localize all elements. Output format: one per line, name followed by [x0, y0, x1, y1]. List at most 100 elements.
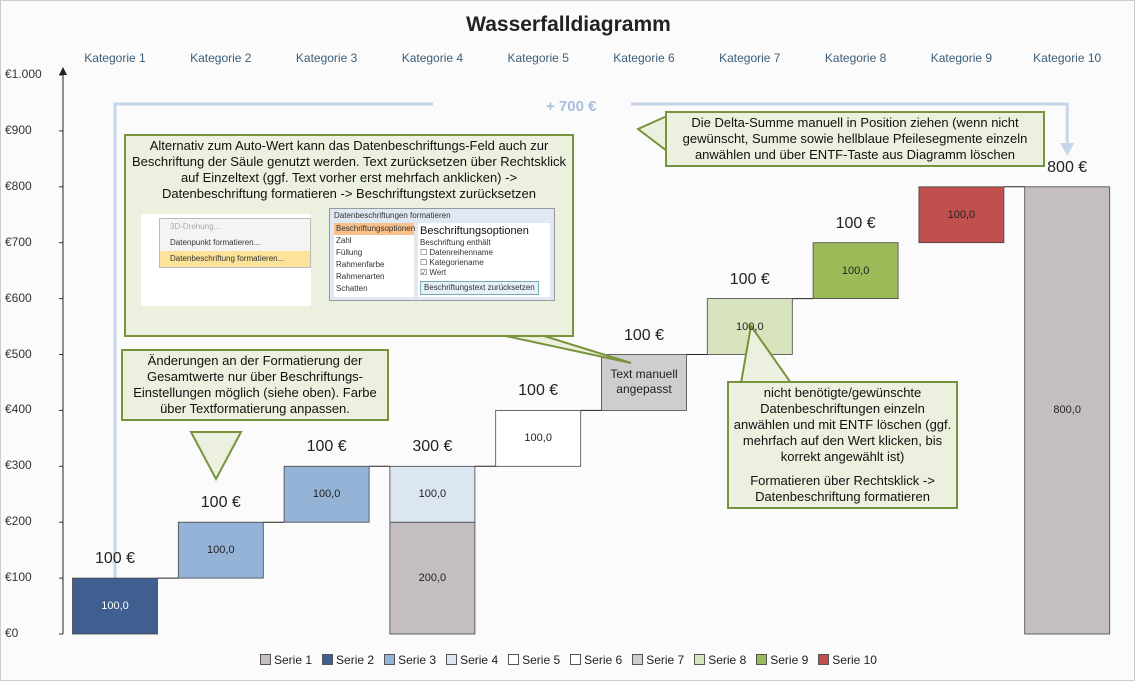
data-label[interactable]: 100,0	[841, 264, 870, 277]
legend-item[interactable]: Serie 2	[322, 653, 374, 667]
dialog-nav-item: Schatten	[336, 284, 368, 293]
legend-label: Serie 1	[274, 653, 313, 667]
legend-item[interactable]: Serie 3	[384, 653, 436, 667]
total-label[interactable]: 100 €	[200, 494, 241, 512]
legend-swatch	[384, 654, 396, 665]
total-label[interactable]: 100 €	[623, 326, 665, 344]
legend-label: Serie 10	[832, 653, 877, 667]
data-label[interactable]: 800,0	[1053, 404, 1081, 417]
y-tick-label: €1.000	[5, 67, 42, 81]
category-label: Kategorie 1	[84, 51, 146, 65]
dialog-nav-item: Rahmenfarbe	[336, 260, 385, 269]
category-label: Kategorie 2	[190, 51, 252, 65]
legend-swatch	[570, 654, 582, 665]
legend-label: Serie 4	[460, 653, 499, 667]
callout-pointer	[739, 323, 793, 384]
y-tick-label: €0	[5, 626, 19, 640]
dialog-heading: Beschriftungsoptionen	[420, 225, 529, 237]
legend-item[interactable]: Serie 10	[818, 653, 877, 667]
y-tick-label: €200	[5, 514, 32, 529]
legend-label: Serie 6	[584, 653, 623, 667]
total-label[interactable]: 100 €	[518, 382, 559, 400]
legend-swatch	[260, 654, 271, 665]
data-label[interactable]: 100,0	[418, 488, 447, 501]
menu-item: Datenpunkt formatieren...	[170, 238, 261, 247]
data-label[interactable]: 100,0	[524, 432, 552, 445]
data-label[interactable]: 100,0	[207, 544, 235, 557]
check-label: Kategoriename	[429, 258, 484, 267]
dialog-title: Datenbeschriftungen formatieren	[334, 211, 451, 220]
chart-title: Wasserfalldiagramm	[466, 13, 671, 36]
dialog-nav-item: Füllung	[336, 248, 363, 257]
total-label[interactable]: 800 €	[1047, 158, 1088, 176]
y-tick-label: €600	[5, 290, 32, 305]
callout-reset-label[interactable]: Alternativ zum Auto-Wert kann das Datenb…	[124, 134, 574, 337]
data-label[interactable]: 100,0	[101, 600, 129, 613]
total-label[interactable]: 100 €	[94, 550, 136, 568]
legend-label: Serie 2	[336, 653, 375, 667]
legend-item[interactable]: Serie 7	[632, 653, 684, 667]
callout-text: Alternativ zum Auto-Wert kann das Datenb…	[131, 138, 567, 201]
menu-item: Datenbeschriftung formatieren...	[160, 251, 310, 267]
category-label: Kategorie 3	[295, 51, 358, 65]
legend-item[interactable]: Serie 8	[694, 653, 746, 667]
legend-swatch	[818, 654, 830, 665]
data-label[interactable]: 100,0	[312, 488, 341, 501]
total-label[interactable]: 100 €	[306, 438, 347, 456]
y-tick-label: €900	[5, 122, 32, 137]
legend-item[interactable]: Serie 4	[446, 653, 498, 667]
data-label[interactable]: 100,0	[947, 208, 976, 221]
callout-text: Formatieren über Rechtsklick -> Datenbes…	[750, 473, 935, 504]
legend-swatch	[446, 654, 458, 665]
dialog-nav-item: Zahl	[336, 236, 352, 245]
category-label: Kategorie 7	[719, 51, 781, 65]
category-label: Kategorie 5	[507, 51, 569, 65]
legend-item[interactable]: Serie 6	[570, 653, 622, 667]
dialog-subheading: Beschriftung enthält	[420, 238, 491, 247]
legend-swatch	[632, 654, 644, 665]
embedded-context-menu: 3D-Drehung... Datenpunkt formatieren... …	[141, 214, 311, 306]
legend-swatch	[322, 654, 334, 665]
legend-item[interactable]: Serie 5	[508, 653, 560, 667]
check-label: Datenreihenname	[429, 248, 494, 257]
data-label[interactable]: 200,0	[418, 572, 447, 585]
menu-item: 3D-Drehung...	[170, 222, 221, 231]
legend-label: Serie 5	[522, 653, 561, 667]
y-tick-label: €100	[5, 570, 32, 585]
callout-pointer	[189, 431, 243, 482]
legend: Serie 1 Serie 2 Serie 3 Serie 4 Serie 5 Serie…	[1, 653, 1134, 667]
dialog-nav-item: Rahmenarten	[336, 272, 385, 281]
callout-format-totals[interactable]: Änderungen an der Formatierung der Gesam…	[121, 349, 389, 421]
y-tick-label: €500	[5, 346, 32, 361]
reset-label-button: Beschriftungstext zurücksetzen	[420, 281, 539, 295]
dialog-nav-item: Beschriftungsoptionen	[334, 223, 416, 235]
total-label[interactable]: 100 €	[835, 214, 876, 232]
callout-text: nicht benötigte/gewünschte Datenbeschrif…	[733, 385, 952, 464]
callout-delete-labels[interactable]: nicht benötigte/gewünschte Datenbeschrif…	[727, 381, 958, 509]
category-label: Kategorie 8	[824, 51, 887, 65]
embedded-dialog: Datenbeschriftungen formatieren Beschrif…	[329, 208, 555, 301]
total-label[interactable]: 300 €	[412, 438, 453, 456]
y-tick-label: €700	[5, 234, 32, 249]
legend-item[interactable]: Serie 9	[756, 653, 808, 667]
category-label: Kategorie 10	[1033, 51, 1102, 65]
legend-label: Serie 9	[770, 653, 809, 667]
y-tick-label: €800	[5, 178, 32, 193]
total-label[interactable]: 100 €	[729, 270, 770, 288]
category-label: Kategorie 4	[401, 51, 464, 65]
legend-item[interactable]: Serie 1	[260, 653, 312, 667]
data-label[interactable]: 100,0	[736, 320, 764, 333]
category-label: Kategorie 9	[930, 51, 993, 65]
data-label[interactable]: Text manuell angepasst	[610, 367, 678, 397]
y-tick-label: €300	[5, 458, 32, 473]
category-label: Kategorie 6	[613, 51, 675, 65]
legend-swatch	[694, 654, 706, 665]
callout-pointer	[636, 114, 668, 154]
callout-delta-sum[interactable]: Die Delta-Summe manuell in Position zieh…	[665, 111, 1045, 167]
delta-arrow-head	[1060, 143, 1075, 156]
legend-swatch	[508, 654, 520, 665]
y-tick-label: €400	[5, 402, 32, 417]
delta-sum-label[interactable]: + 700 €	[546, 98, 597, 115]
legend-swatch	[756, 654, 768, 665]
